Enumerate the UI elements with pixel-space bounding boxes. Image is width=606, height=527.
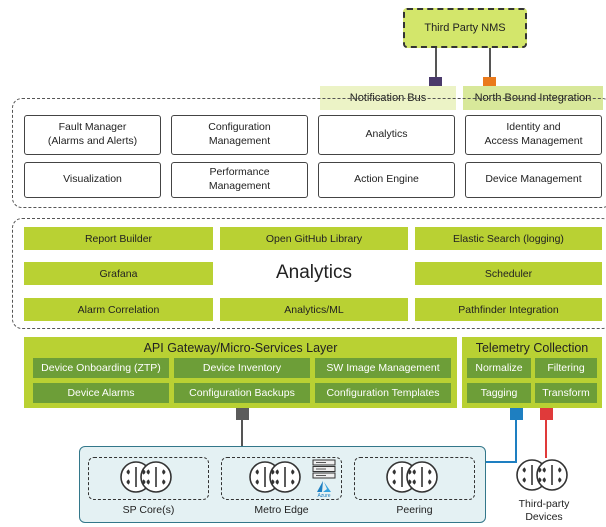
third-party-devices-label: Third-party Devices: [508, 496, 580, 526]
device-inventory-cell[interactable]: Device Inventory: [174, 358, 310, 378]
analytics-container: [12, 218, 606, 329]
sp-core-group: [88, 457, 209, 500]
metro-edge-label-text: Metro Edge: [254, 504, 309, 516]
configuration-backups-label: Configuration Backups: [189, 387, 295, 399]
sw-image-management-cell[interactable]: SW Image Management: [315, 358, 451, 378]
performance-management-label: Performance Management: [208, 166, 271, 192]
third-party-nms-label: Third Party NMS: [424, 22, 506, 34]
device-onboarding-label: Device Onboarding (ZTP): [41, 362, 161, 374]
azure-label-text: Azure: [317, 492, 331, 499]
analytics-title: Analytics: [220, 260, 408, 286]
pathfinder-integration-label: Pathfinder Integration: [458, 303, 559, 316]
azure-logo-icon: [317, 481, 331, 492]
device-alarms-cell[interactable]: Device Alarms: [33, 383, 169, 403]
visualization-label: Visualization: [63, 173, 122, 186]
action-engine-label: Action Engine: [354, 173, 419, 186]
elastic-search-label: Elastic Search (logging): [453, 232, 564, 245]
visualization-card[interactable]: Visualization: [24, 162, 161, 198]
telemetry-red-connector: [540, 408, 553, 420]
performance-management-card[interactable]: Performance Management: [171, 162, 308, 198]
metro-edge-label: Metro Edge: [221, 502, 342, 518]
grafana-label: Grafana: [99, 267, 138, 280]
nms-link-line-left: [435, 48, 437, 78]
device-management-card[interactable]: Device Management: [465, 162, 602, 198]
scheduler-label: Scheduler: [484, 267, 533, 280]
device-management-label: Device Management: [485, 173, 582, 186]
sp-core-label: SP Core(s): [88, 502, 209, 518]
transform-cell[interactable]: Transform: [535, 383, 597, 403]
azure-label: Azure: [314, 492, 334, 499]
server-rack-icon: [312, 459, 336, 479]
analytics-card[interactable]: Analytics: [318, 115, 455, 155]
analytics-ml-tile[interactable]: Analytics/ML: [220, 298, 408, 321]
third-party-nms-box: Third Party NMS: [403, 8, 527, 48]
report-builder-tile[interactable]: Report Builder: [24, 227, 213, 250]
metro-edge-router-icon: [249, 461, 301, 493]
telemetry-blue-line-vertical: [515, 420, 517, 462]
telemetry-blue-line-horizontal: [486, 461, 517, 463]
tagging-label: Tagging: [480, 387, 518, 399]
telemetry-collection-title-text: Telemetry Collection: [475, 340, 589, 355]
sw-image-management-label: SW Image Management: [326, 362, 440, 374]
elastic-search-tile[interactable]: Elastic Search (logging): [415, 227, 602, 250]
peering-router-icon: [386, 461, 438, 493]
action-engine-card[interactable]: Action Engine: [318, 162, 455, 198]
peering-group: [354, 457, 475, 500]
api-link-connector: [236, 408, 249, 420]
api-link-line: [241, 420, 243, 446]
device-inventory-label: Device Inventory: [202, 362, 282, 374]
report-builder-label: Report Builder: [84, 232, 153, 245]
nms-link-line-right: [489, 48, 491, 78]
open-github-library-label: Open GitHub Library: [265, 232, 363, 245]
sp-core-router-icon: [120, 461, 172, 493]
filtering-label: Filtering: [547, 362, 585, 374]
peering-label: Peering: [354, 502, 475, 518]
telemetry-red-line: [545, 420, 547, 458]
third-party-router-icon: [516, 459, 568, 491]
device-alarms-label: Device Alarms: [67, 387, 135, 399]
fault-manager-card[interactable]: Fault Manager (Alarms and Alerts): [24, 115, 161, 155]
open-github-library-tile[interactable]: Open GitHub Library: [220, 227, 408, 250]
alarm-correlation-label: Alarm Correlation: [77, 303, 160, 316]
metro-edge-group: [221, 457, 342, 500]
scheduler-tile[interactable]: Scheduler: [415, 262, 602, 285]
transform-label: Transform: [542, 387, 590, 399]
alarm-correlation-tile[interactable]: Alarm Correlation: [24, 298, 213, 321]
configuration-management-card[interactable]: Configuration Management: [171, 115, 308, 155]
configuration-management-label: Configuration Management: [208, 121, 271, 147]
modules-container: [12, 98, 606, 208]
telemetry-blue-connector: [510, 408, 523, 420]
fault-manager-label: Fault Manager (Alarms and Alerts): [47, 121, 138, 147]
analytics-ml-label: Analytics/ML: [284, 303, 344, 316]
normalize-cell[interactable]: Normalize: [467, 358, 531, 378]
filtering-cell[interactable]: Filtering: [535, 358, 597, 378]
identity-access-management-card[interactable]: Identity and Access Management: [465, 115, 602, 155]
third-party-devices-label-text: Third-party Devices: [518, 498, 570, 523]
identity-access-management-label: Identity and Access Management: [484, 121, 583, 147]
normalize-label: Normalize: [475, 362, 523, 374]
api-gateway-title: API Gateway/Micro-Services Layer: [24, 338, 457, 357]
peering-label-text: Peering: [396, 504, 433, 516]
device-onboarding-cell[interactable]: Device Onboarding (ZTP): [33, 358, 169, 378]
tagging-cell[interactable]: Tagging: [467, 383, 531, 403]
telemetry-collection-title: Telemetry Collection: [462, 338, 602, 357]
configuration-templates-cell[interactable]: Configuration Templates: [315, 383, 451, 403]
pathfinder-integration-tile[interactable]: Pathfinder Integration: [415, 298, 602, 321]
configuration-backups-cell[interactable]: Configuration Backups: [174, 383, 310, 403]
sp-core-label-text: SP Core(s): [122, 504, 175, 516]
configuration-templates-label: Configuration Templates: [326, 387, 440, 399]
analytics-card-label: Analytics: [365, 128, 408, 141]
analytics-title-text: Analytics: [275, 262, 353, 283]
grafana-tile[interactable]: Grafana: [24, 262, 213, 285]
api-gateway-title-text: API Gateway/Micro-Services Layer: [143, 340, 338, 355]
